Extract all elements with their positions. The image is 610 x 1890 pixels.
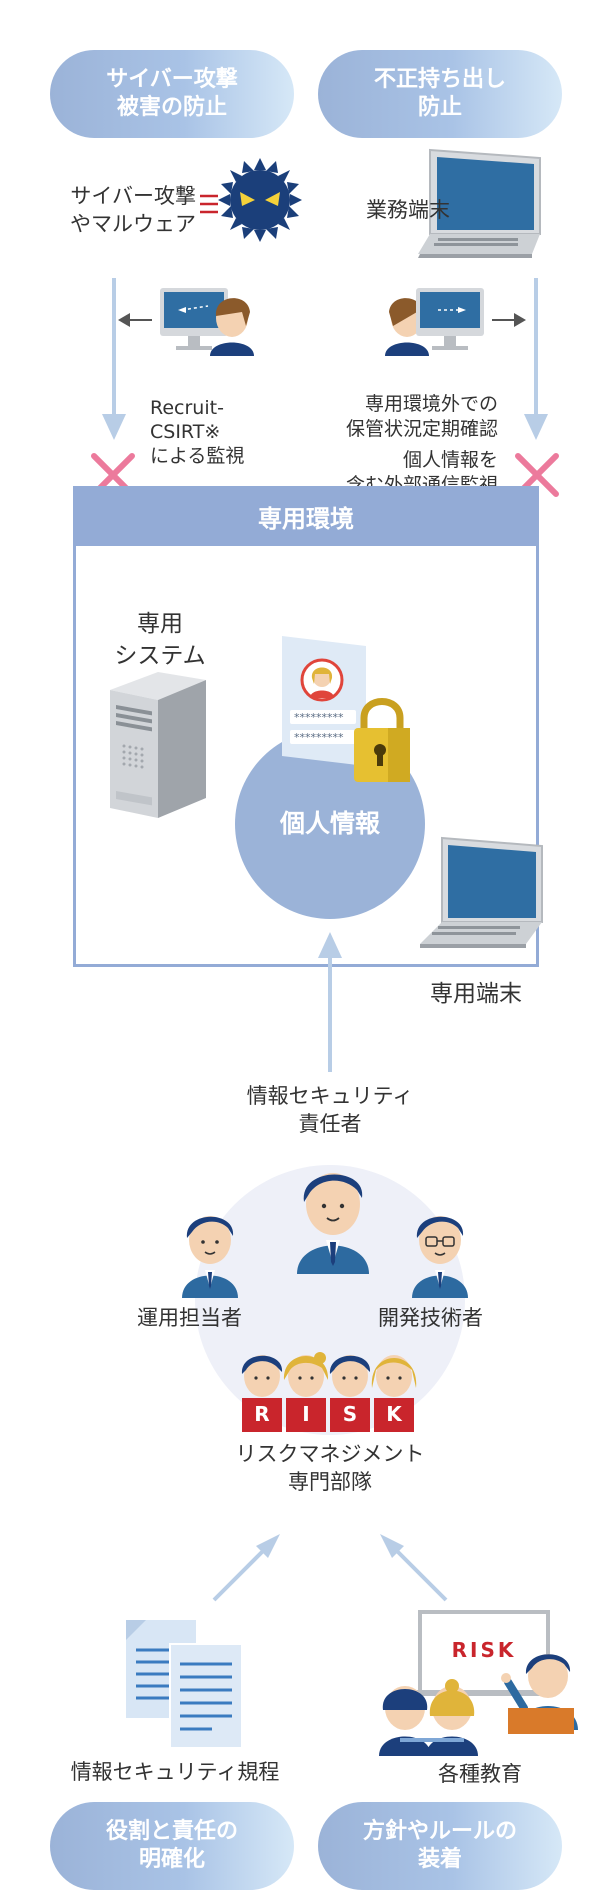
manager-person-icon xyxy=(297,1173,369,1274)
risk-letter-i: I xyxy=(302,1402,310,1426)
diagonal-arrow-right-icon xyxy=(380,1534,448,1602)
personal-info-label: 個人情報 xyxy=(279,809,380,838)
up-arrow-center-icon xyxy=(318,932,342,1072)
pill-leak-prevention: 不正持ち出し 防止 xyxy=(318,50,562,138)
dedicated-laptop-icon xyxy=(420,836,543,948)
vertical-arrow-left-icon xyxy=(102,278,126,440)
risk-letter-r: R xyxy=(254,1402,270,1426)
arrow-left-icon xyxy=(118,313,152,327)
risk-dept-label: リスクマネジメント 専門部隊 xyxy=(235,1442,425,1494)
pill-cyber-prevention: サイバー攻撃 被害の防止 xyxy=(50,50,294,138)
arrow-right-icon xyxy=(492,313,526,327)
business-laptop-icon xyxy=(418,148,541,258)
csirt-monitor-icon xyxy=(160,288,228,350)
education-scene-icon xyxy=(379,1610,578,1756)
malware-label: サイバー攻撃 やマルウェア xyxy=(70,184,196,236)
virus-icon xyxy=(218,158,302,242)
password-mask-2: ********* xyxy=(294,731,344,744)
period-check-label: 専用環境外での 保管状況定期確認 xyxy=(345,393,498,440)
security-manager-label: 情報セキュリティ 責任者 xyxy=(246,1084,414,1136)
checker-monitor-icon xyxy=(416,288,484,350)
csirt-label: Recruit- CSIRT※ による監視 xyxy=(150,397,245,467)
risk-team-icon xyxy=(241,1352,417,1432)
pill-role-clarify: 役割と責任の 明確化 xyxy=(50,1802,294,1890)
education-label: 各種教育 xyxy=(438,1762,522,1786)
pill-policy-rules: 方針やルールの 装着 xyxy=(318,1802,562,1890)
csirt-person-icon xyxy=(210,298,254,356)
board-risk-text: RISK xyxy=(451,1638,517,1662)
attack-lines-icon xyxy=(200,194,218,214)
password-mask-1: ********* xyxy=(294,711,344,724)
id-card-icon xyxy=(282,636,366,766)
dedicated-environment-title: 専用環境 xyxy=(73,486,539,546)
dev-person-icon xyxy=(412,1216,468,1298)
documents-icon xyxy=(126,1620,243,1749)
vertical-arrow-right-icon xyxy=(524,278,548,440)
environment-graphics xyxy=(110,636,543,1072)
business-device-label: 業務端末 xyxy=(366,198,450,222)
ops-staff-label: 運用担当者 xyxy=(137,1306,242,1330)
dedicated-system-label: 専用 システム xyxy=(114,611,206,669)
risk-letter-k: K xyxy=(386,1402,402,1426)
dedicated-terminal-label: 専用端末 xyxy=(430,981,522,1007)
diagonal-arrow-left-icon xyxy=(212,1534,280,1602)
security-rules-label: 情報セキュリティ規程 xyxy=(70,1760,280,1784)
risk-letter-s: S xyxy=(342,1402,358,1426)
checker-person-icon xyxy=(385,298,429,356)
padlock-icon xyxy=(354,698,410,782)
dev-engineer-label: 開発技術者 xyxy=(378,1306,483,1330)
ops-person-icon xyxy=(182,1216,238,1298)
organization-graphics xyxy=(126,1165,578,1756)
server-icon xyxy=(110,672,206,818)
